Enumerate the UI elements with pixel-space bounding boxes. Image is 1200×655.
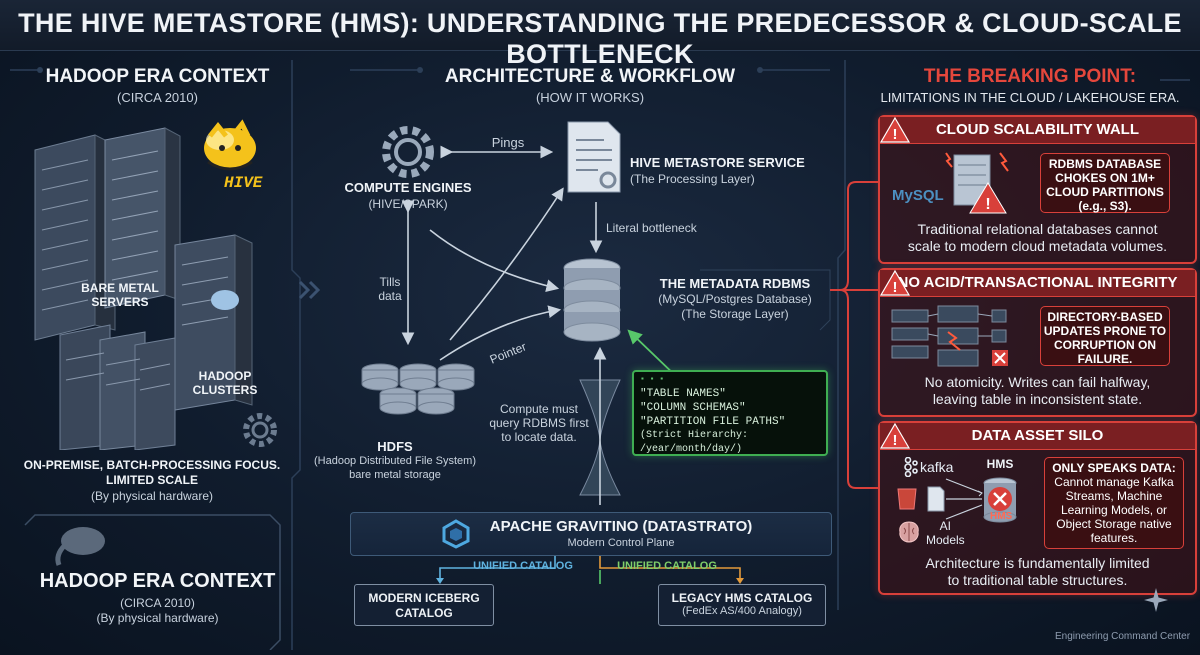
card1-title: CLOUD SCALABILITY WALL [880, 117, 1195, 144]
workflow-diagram [361, 121, 831, 505]
literal-bottleneck-label: Literal bottleneck [606, 221, 697, 235]
ai-brain-icon [899, 521, 919, 543]
storage-and-file-icons [897, 486, 945, 512]
hms-label-top: HMS [986, 457, 1014, 471]
bottom-left-sub2: (By physical hardware) [96, 611, 219, 625]
card3-title: DATA ASSET SILO [880, 423, 1195, 450]
code-line-table-names: "TABLE NAMES" [640, 388, 726, 400]
breaking-point-connectors [830, 181, 878, 489]
hdfs-sub1: (Hadoop Distributed File System) [313, 455, 476, 467]
metadata-code-panel: ▪ ▪ ▪ "TABLE NAMES" "COLUMN SCHEMAS" "PA… [632, 370, 828, 456]
hms-service-title: HIVE METASTORE SERVICE [630, 155, 805, 170]
card2-alert-box: DIRECTORY-BASED UPDATES PRONE TO CORRUPT… [1040, 306, 1170, 366]
background-circuit-lines [10, 60, 1190, 650]
card3-alert-box: ONLY SPEAKS DATA: Cannot manage Kafka St… [1044, 457, 1184, 549]
svg-text:!: ! [893, 432, 898, 449]
kafka-label: kafka [920, 459, 954, 475]
hive-logo: HIVE [190, 118, 272, 198]
hadoop-clusters-label: HADOOP CLUSTERS [192, 369, 258, 397]
bare-metal-label: BARE METAL SERVERS [81, 281, 159, 309]
tills-data-label: Tills data [378, 275, 402, 303]
server-rack-icon [34, 134, 116, 341]
code-line-partition-paths: "PARTITION FILE PATHS" [640, 416, 786, 428]
iceberg-catalog-box[interactable]: MODERN ICEBERG CATALOG [354, 584, 494, 626]
compute-engines-title: COMPUTE ENGINES [344, 180, 472, 195]
compute-engines-sub: (HIVE/SPARK) [368, 197, 448, 211]
unified-catalog-label-2: UNIFIED CATALOG [617, 560, 717, 572]
gravitino-logo-icon [442, 519, 470, 549]
left-heading: HADOOP ERA CONTEXT [45, 66, 270, 87]
middle-heading: ARCHITECTURE & WORKFLOW [444, 66, 736, 87]
card2-text: No atomicity. Writes can fail halfway, l… [924, 374, 1151, 407]
catalog-connectors [436, 556, 744, 584]
sparkle-icon [1144, 588, 1168, 612]
warning-icon: ! [879, 422, 911, 449]
card2-title: NO ACID/TRANSACTIONAL INTEGRITY [880, 270, 1195, 297]
gravitino-sub: Modern Control Plane [567, 537, 675, 549]
overloaded-server-icon: ! [945, 152, 1009, 214]
mysql-logo: MySQL [892, 187, 944, 204]
warning-icon: ! [879, 116, 911, 143]
svg-text:!: ! [893, 279, 898, 296]
hdfs-sub2: bare metal storage [349, 469, 441, 481]
gravitino-control-plane[interactable]: APACHE GRAVITINO (DATASTRATO) Modern Con… [350, 512, 832, 556]
hdfs-title: HDFS [377, 439, 413, 454]
warning-icon: ! [879, 269, 911, 296]
code-line-hierarchy: (Strict Hierarchy: /year/month/day/) [640, 430, 749, 455]
focus-subtext: (By physical hardware) [90, 489, 214, 503]
bottom-left-sub1: (CIRCA 2010) [120, 596, 195, 610]
gravitino-title: APACHE GRAVITINO (DATASTRATO) [489, 518, 753, 535]
server-rack-icon [104, 127, 181, 309]
acid-integrity-card: NO ACID/TRANSACTIONAL INTEGRITY ! DIRECT… [878, 268, 1197, 417]
middle-subheading: (HOW IT WORKS) [535, 90, 645, 105]
compute-gear-icon [382, 126, 434, 178]
pings-label: Pings [491, 135, 525, 150]
hive-logo-text: HIVE [224, 174, 263, 192]
code-panel-dots: ▪ ▪ ▪ [640, 375, 665, 384]
right-heading: THE BREAKING POINT: [923, 66, 1137, 87]
left-subheading: (CIRCA 2010) [117, 90, 198, 105]
unified-catalog-label-1: UNIFIED CATALOG [473, 560, 573, 572]
hdfs-storage-icon [361, 363, 475, 415]
hadoop-elephant-icon [55, 527, 105, 566]
svg-text:!: ! [893, 126, 898, 143]
hms-blocked-icon [945, 477, 1017, 523]
legacy-hms-catalog-box[interactable]: LEGACY HMS CATALOG (FedEx AS/400 Analogy… [658, 584, 826, 626]
compute-must-note: Compute must query RDBMS first to locate… [489, 402, 589, 444]
page-title: THE HIVE METASTORE (HMS): UNDERSTANDING … [18, 8, 1182, 69]
server-rack-icon [59, 324, 176, 450]
hms-document-icon [567, 121, 621, 193]
focus-text: ON-PREMISE, BATCH-PROCESSING FOCUS. LIMI… [23, 458, 281, 487]
corrupted-directory-icon [891, 305, 1008, 367]
gear-icon [243, 413, 277, 447]
legacy-catalog-title: LEGACY HMS CATALOG [671, 591, 813, 605]
rdbms-title: THE METADATA RDBMS [659, 276, 811, 291]
kafka-icon [904, 457, 918, 477]
card1-alert-box: RDBMS DATABASE CHOKES ON 1M+ CLOUD PARTI… [1040, 153, 1170, 213]
footer-label: Engineering Command Center [1055, 631, 1191, 642]
bottom-left-heading: HADOOP ERA CONTEXT [39, 570, 276, 592]
cloud-scalability-card: CLOUD SCALABILITY WALL ! ! MySQL RDBMS D… [878, 115, 1197, 264]
hms-service-sub: (The Processing Layer) [630, 172, 755, 186]
title-bar [0, 0, 1200, 51]
hms-label-bottom: HMS [990, 511, 1013, 522]
server-racks-illustration [34, 127, 277, 450]
svg-text:!: ! [985, 196, 990, 213]
data-asset-silo-card: DATA ASSET SILO ! kafka AI Models HMS HM… [878, 421, 1197, 595]
ai-models-label: AI Models [926, 519, 965, 547]
right-subheading: LIMITATIONS IN THE CLOUD / LAKEHOUSE ERA… [880, 90, 1180, 105]
card3-alert-body: Cannot manage Kafka Streams, Machine Lea… [1054, 475, 1174, 545]
rdbms-database-icon [563, 258, 621, 342]
bottom-left-frame [24, 514, 281, 650]
card3-text: Architecture is fundamentally limited to… [925, 555, 1150, 588]
code-line-column-schemas: "COLUMN SCHEMAS" [640, 402, 746, 414]
rdbms-sub2: (The Storage Layer) [681, 307, 789, 321]
card3-alert-head: ONLY SPEAKS DATA: [1052, 461, 1176, 475]
rdbms-sub1: (MySQL/Postgres Database) [658, 292, 812, 306]
card1-text: Traditional relational databases cannot … [907, 221, 1168, 254]
legacy-catalog-sub: (FedEx AS/400 Analogy) [682, 605, 802, 617]
